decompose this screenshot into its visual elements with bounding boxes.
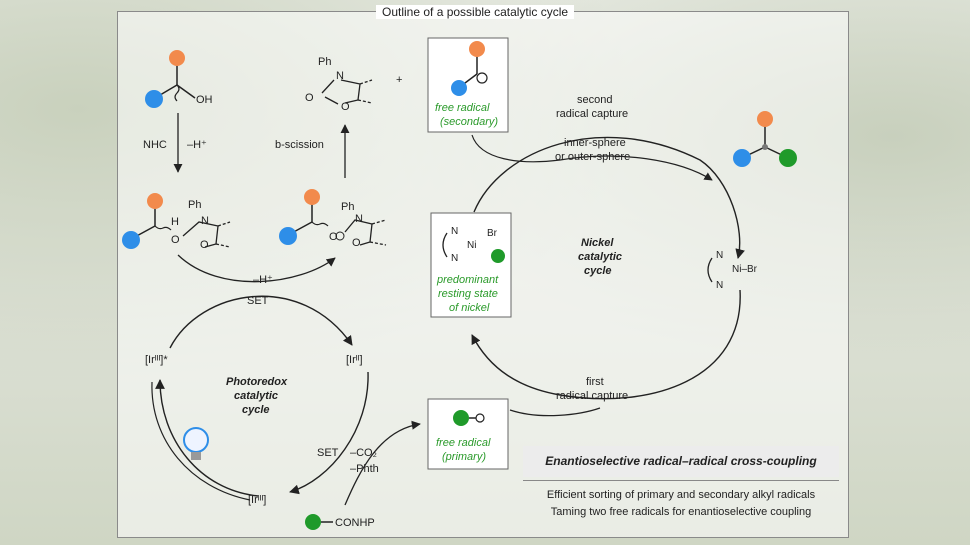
b-scission-label: b-scission — [275, 139, 324, 151]
light-bulb-icon — [183, 427, 209, 460]
svg-text:O: O — [341, 101, 350, 113]
deprotonation-arrow — [177, 254, 336, 283]
ir-ii: [Irᴵᴵ] — [346, 354, 363, 366]
set-label: SET — [247, 295, 269, 307]
secondary-label: (secondary) — [440, 116, 498, 128]
svg-text:O: O — [305, 92, 314, 104]
inner-sphere-label: inner-sphere — [564, 137, 626, 149]
alcohol-molecule: OH — [145, 50, 213, 108]
photoredox-label-1: Photoredox — [226, 376, 288, 388]
nickel-bromide-complex: N N Ni–Br — [707, 250, 758, 291]
svg-text:N: N — [716, 250, 723, 261]
minus-co2-label: –CO₂ — [350, 447, 377, 459]
ir-iii: [Irᴵᴵᴵ] — [248, 494, 266, 506]
secondary-radical-box — [427, 37, 509, 133]
free-radical-secondary-label: free radical — [435, 102, 490, 114]
primary-radical-molecule — [453, 410, 485, 426]
svg-text:N: N — [336, 70, 344, 82]
svg-text:O: O — [200, 239, 209, 251]
free-radical-primary-label: free radical — [436, 437, 491, 449]
nickel-cycle-label-3: cycle — [584, 265, 612, 277]
nickel-complex: N N Ni Br — [442, 226, 505, 264]
svg-text:Br: Br — [487, 228, 498, 239]
orange-substituent — [169, 50, 185, 66]
resting-state-box — [430, 212, 512, 318]
primary-radical-box — [427, 398, 509, 470]
svg-text:Ni–Br: Ni–Br — [732, 264, 758, 275]
resting-label-2: resting state — [438, 288, 498, 300]
first-capture-2: radical capture — [556, 390, 628, 402]
set2-label: SET — [317, 447, 339, 459]
photoredox-upper-arc — [169, 295, 353, 349]
svg-text:O: O — [171, 234, 180, 246]
decarboxylation-arrow — [344, 420, 421, 506]
conhp-label: CONHP — [335, 517, 375, 529]
excitation-arrow — [151, 381, 251, 501]
first-capture-arrow — [509, 407, 601, 417]
primary-label: (primary) — [442, 451, 486, 463]
svg-text:N: N — [451, 226, 458, 237]
minus-h-label: –H⁺ — [187, 139, 207, 151]
nhc-adduct: O Ph H N O — [122, 193, 231, 251]
svg-text:N: N — [201, 215, 209, 227]
summary-line-1: Efficient sorting of primary and seconda… — [546, 489, 816, 501]
plus-sign: + — [396, 74, 402, 86]
first-capture-1: first — [586, 376, 604, 388]
nickel-lower-arc — [471, 289, 741, 400]
oh-label: OH — [196, 94, 213, 106]
nhp-ester — [305, 514, 333, 530]
minus-h2-label: –H⁺ — [253, 274, 273, 286]
svg-text:H: H — [171, 216, 179, 228]
nickel-cycle-label-2: catalytic — [578, 251, 622, 263]
resting-label-3: of nickel — [449, 302, 490, 314]
svg-text:N: N — [716, 280, 723, 291]
photoredox-left-arc — [155, 379, 259, 497]
svg-text:Ph: Ph — [318, 56, 331, 68]
summary-title: Enantioselective radical–radical cross-c… — [523, 446, 839, 477]
svg-text:Ph: Ph — [341, 201, 354, 213]
second-capture-arrow — [471, 134, 713, 181]
ir-iii-star: [Irᴵᴵᴵ]* — [145, 354, 168, 366]
svg-text:Ph: Ph — [188, 199, 201, 211]
radical-anion-intermediate: O Ph N O — [279, 189, 387, 249]
photoredox-label-3: cycle — [242, 404, 270, 416]
svg-text:Ni: Ni — [467, 240, 476, 251]
svg-text:N: N — [355, 213, 363, 225]
nhc-label: NHC — [143, 139, 167, 151]
photoredox-right-arc — [289, 371, 369, 495]
nickel-upper-arc — [473, 136, 745, 259]
summary-box: Enantioselective radical–radical cross-c… — [523, 446, 839, 528]
second-capture-1: second — [577, 94, 612, 106]
minus-phth-label: –Phth — [350, 463, 379, 475]
secondary-radical-molecule — [451, 41, 488, 96]
diagram-title: Outline of a possible catalytic cycle — [376, 5, 575, 19]
oxazolone-product: Ph N O O — [305, 56, 373, 113]
summary-line-2: Taming two free radicals for enantiosele… — [550, 506, 812, 518]
svg-text:O: O — [352, 237, 361, 249]
coupled-product — [733, 111, 797, 167]
svg-text:N: N — [451, 253, 458, 264]
photoredox-label-2: catalytic — [234, 390, 278, 402]
resting-label-1: predominant — [436, 274, 499, 286]
blue-substituent — [145, 90, 163, 108]
second-capture-2: radical capture — [556, 108, 628, 120]
nickel-cycle-label-1: Nickel — [581, 237, 614, 249]
outer-sphere-label: or outer-sphere — [555, 151, 630, 163]
svg-text:O: O — [329, 231, 338, 243]
summary-divider — [523, 480, 839, 481]
